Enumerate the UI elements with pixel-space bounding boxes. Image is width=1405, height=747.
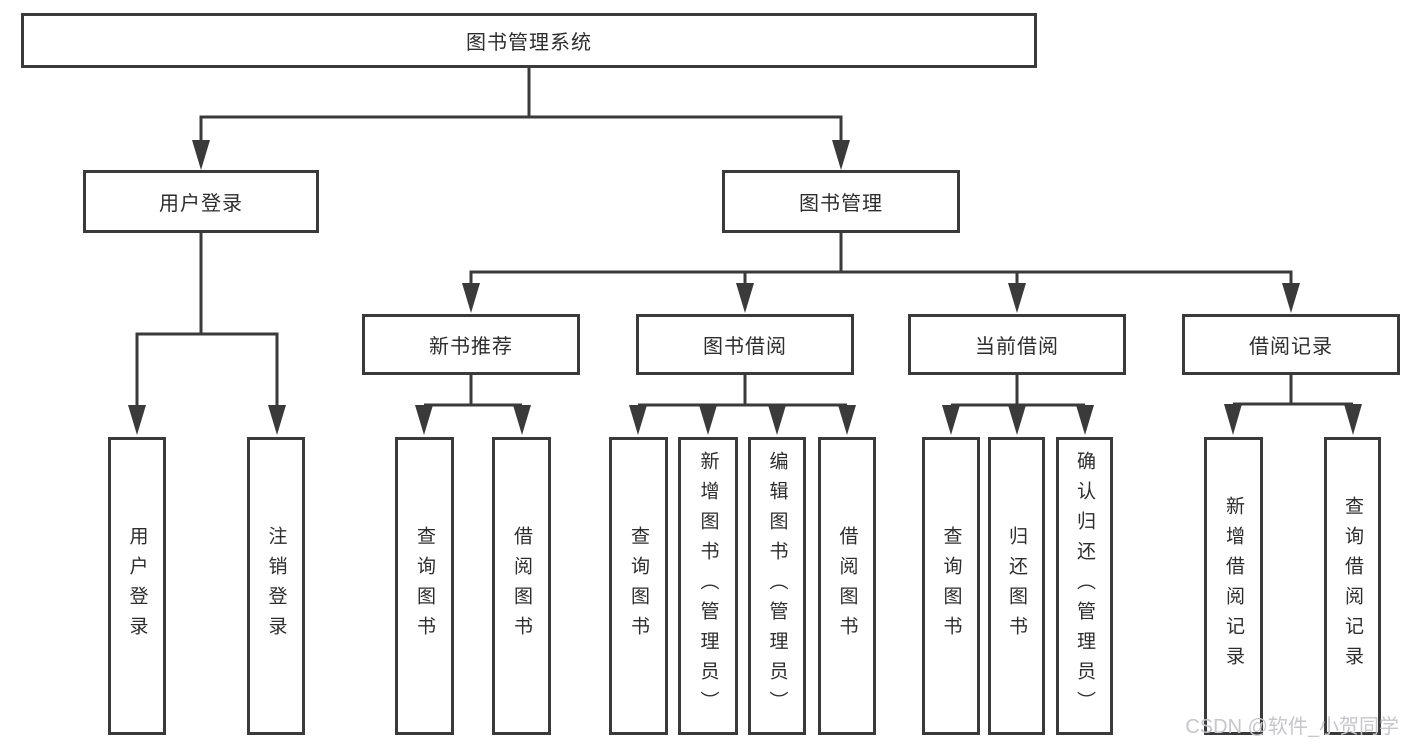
leaf-confirm-return-admin-label: 确认归还（管理员） xyxy=(1074,451,1095,721)
node-new-book-recommend: 新书推荐 xyxy=(362,314,580,375)
node-root-label: 图书管理系统 xyxy=(466,32,592,54)
leaf-borrow-books-recommend-label: 借阅图书 xyxy=(511,526,532,646)
leaf-borrow-books-label: 借阅图书 xyxy=(836,526,858,646)
leaf-query-books-current: 查询图书 xyxy=(922,437,980,735)
node-new-book-recommend-label: 新书推荐 xyxy=(429,336,513,358)
leaf-add-book-admin: 新增图书（管理员） xyxy=(678,437,738,735)
leaf-borrow-books: 借阅图书 xyxy=(818,437,876,735)
leaf-query-borrow-record: 查询借阅记录 xyxy=(1324,437,1381,735)
node-book-borrow: 图书借阅 xyxy=(636,314,854,375)
leaf-query-borrow-record-label: 查询借阅记录 xyxy=(1342,496,1363,676)
node-root: 图书管理系统 xyxy=(21,13,1037,68)
leaf-user-login: 用户登录 xyxy=(108,437,166,735)
leaf-add-book-admin-label: 新增图书（管理员） xyxy=(697,451,719,721)
leaf-return-books-label: 归还图书 xyxy=(1006,526,1027,646)
node-book-borrow-label: 图书借阅 xyxy=(703,336,787,358)
leaf-query-books-current-label: 查询图书 xyxy=(940,526,962,646)
leaf-user-login-label: 用户登录 xyxy=(126,526,148,646)
node-book-management-label: 图书管理 xyxy=(799,193,883,215)
leaf-query-books-borrow: 查询图书 xyxy=(609,437,668,735)
leaf-add-borrow-record-label: 新增借阅记录 xyxy=(1223,496,1244,676)
leaf-logout: 注销登录 xyxy=(247,437,305,735)
node-borrow-records-label: 借阅记录 xyxy=(1249,336,1333,358)
node-current-borrow: 当前借阅 xyxy=(908,314,1126,375)
leaf-edit-book-admin-label: 编辑图书（管理员） xyxy=(766,451,788,721)
leaf-edit-book-admin: 编辑图书（管理员） xyxy=(748,437,806,735)
leaf-query-books-recommend-label: 查询图书 xyxy=(414,526,435,646)
node-borrow-records: 借阅记录 xyxy=(1182,314,1400,375)
leaf-borrow-books-recommend: 借阅图书 xyxy=(492,437,551,735)
node-current-borrow-label: 当前借阅 xyxy=(975,336,1059,358)
node-user-login: 用户登录 xyxy=(83,170,319,233)
leaf-confirm-return-admin: 确认归还（管理员） xyxy=(1056,437,1113,735)
leaf-return-books: 归还图书 xyxy=(988,437,1045,735)
leaf-logout-label: 注销登录 xyxy=(265,526,287,646)
node-book-management: 图书管理 xyxy=(722,170,960,233)
watermark: CSDN @软件_小贺同学 xyxy=(1185,716,1399,738)
leaf-add-borrow-record: 新增借阅记录 xyxy=(1204,437,1263,735)
node-user-login-label: 用户登录 xyxy=(159,193,243,215)
leaf-query-books-borrow-label: 查询图书 xyxy=(628,526,649,646)
leaf-query-books-recommend: 查询图书 xyxy=(395,437,454,735)
